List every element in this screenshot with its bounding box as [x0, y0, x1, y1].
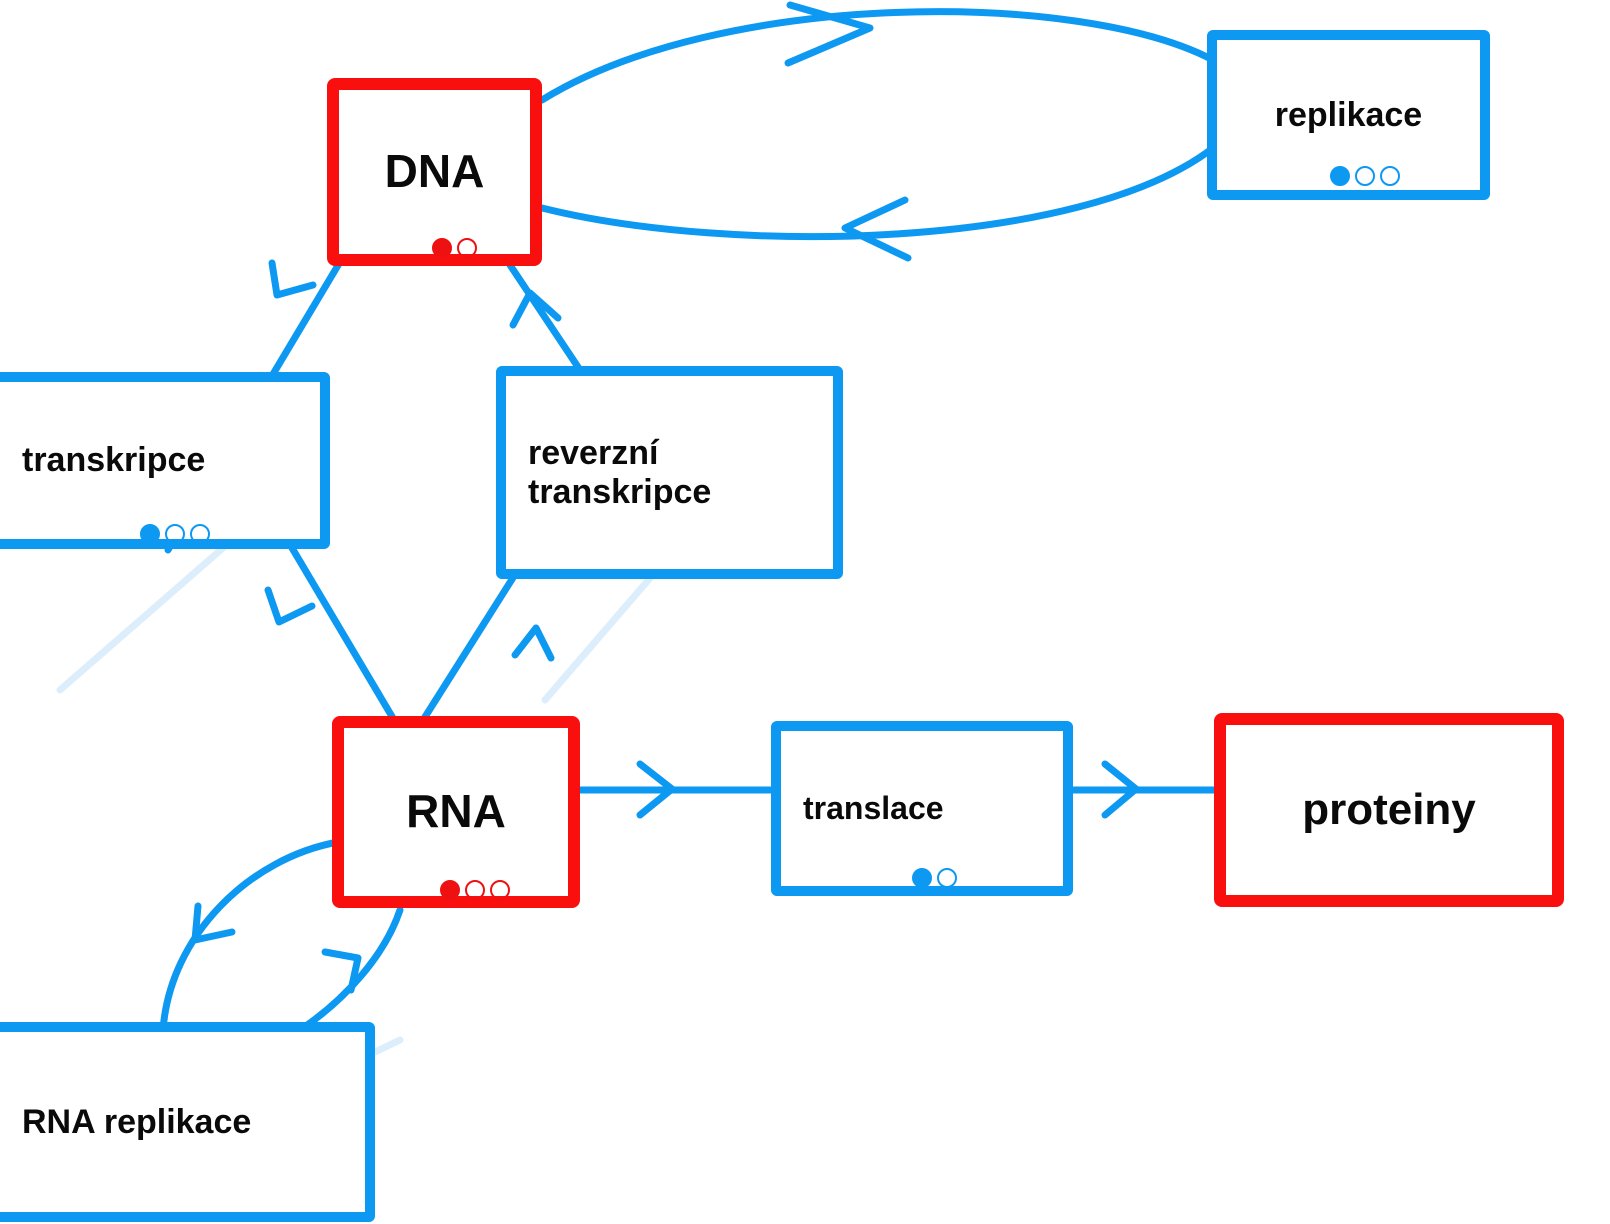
arrowhead-translace-to-proteiny-icon: [1101, 760, 1140, 819]
dot-filled-icon: [1330, 166, 1350, 186]
dot-hollow-icon: [937, 868, 957, 888]
node-rna[interactable]: RNA: [332, 716, 580, 908]
dot-hollow-icon: [457, 238, 477, 258]
arrowhead-rna-to-reverzni-icon: [511, 624, 555, 662]
node-dna-dots: [432, 238, 477, 258]
node-transkripce[interactable]: transkripce: [0, 372, 330, 549]
node-rna-dots: [440, 880, 510, 900]
arrowhead-reverzni-to-dna-icon: [509, 289, 562, 329]
node-dna[interactable]: DNA: [327, 78, 542, 266]
arrowhead-transkripce-to-rna-icon: [264, 586, 316, 626]
node-dna-label: DNA: [384, 145, 485, 198]
arrowhead-rna-to-rna-replikace-icon: [191, 902, 236, 944]
dot-hollow-icon: [1380, 166, 1400, 186]
edge-replikace-to-dna: [538, 144, 1217, 241]
node-transkripce-label: transkripce: [22, 441, 206, 480]
node-rna-replikace[interactable]: RNA replikace: [0, 1022, 375, 1222]
dot-hollow-icon: [1355, 166, 1375, 186]
arrowhead-dna-to-replikace-icon: [784, 1, 874, 67]
arrowhead-rna-to-translace-icon: [636, 760, 676, 819]
node-replikace-label: replikace: [1274, 95, 1423, 134]
node-proteiny[interactable]: proteiny: [1214, 713, 1564, 907]
arrowhead-rna-replikace-to-rna-icon: [321, 948, 362, 994]
node-rna-label: RNA: [406, 785, 506, 838]
ghost-edges: [26, 41, 1431, 1155]
node-translace[interactable]: translace: [771, 721, 1073, 896]
dot-hollow-icon: [190, 524, 210, 544]
arrowhead-dna-to-transkripce-icon: [268, 259, 317, 299]
dot-filled-icon: [440, 880, 460, 900]
node-translace-dots: [912, 868, 957, 888]
edge-rna-replikace-to-rna: [296, 906, 404, 1034]
dot-hollow-icon: [490, 880, 510, 900]
node-proteiny-label: proteiny: [1302, 785, 1476, 835]
edge-dna-to-replikace: [538, 8, 1217, 104]
node-replikace[interactable]: replikace: [1207, 30, 1490, 200]
node-rna-replikace-label: RNA replikace: [22, 1102, 252, 1141]
dot-hollow-icon: [165, 524, 185, 544]
dot-filled-icon: [912, 868, 932, 888]
dot-hollow-icon: [465, 880, 485, 900]
node-transkripce-dots: [140, 524, 210, 544]
edge-rna-to-rna-replikace: [159, 838, 342, 1034]
node-translace-label: translace: [803, 789, 944, 826]
node-reverzni-transkripce[interactable]: reverzní transkripce: [496, 366, 843, 579]
dot-filled-icon: [432, 238, 452, 258]
arrowhead-replikace-to-dna-icon: [841, 196, 912, 262]
node-reverzni-transkripce-label: reverzní transkripce: [528, 434, 712, 511]
dot-filled-icon: [140, 524, 160, 544]
node-replikace-dots: [1330, 166, 1400, 186]
